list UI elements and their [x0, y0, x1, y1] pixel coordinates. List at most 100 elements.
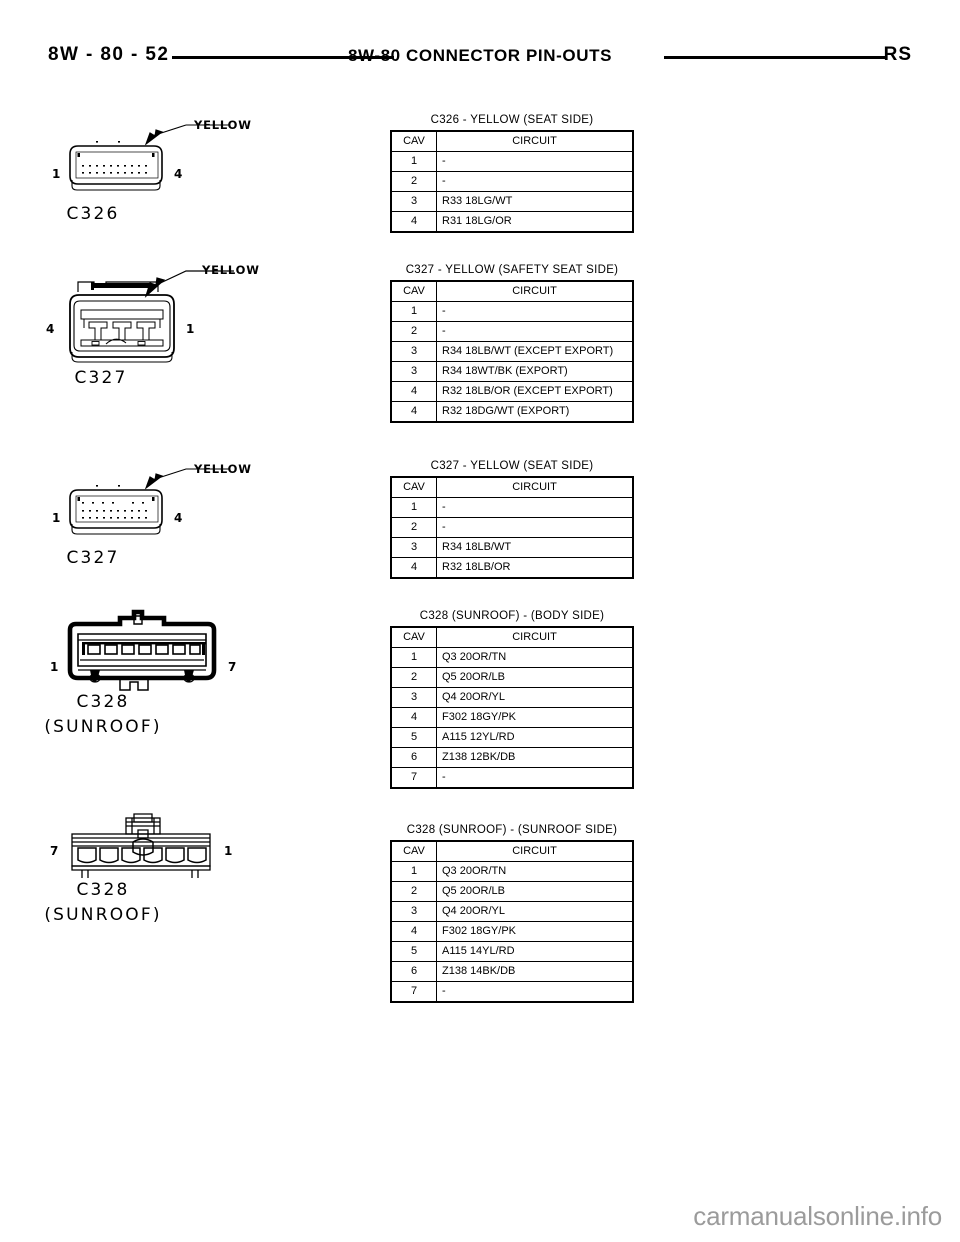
manual-code: RS	[883, 44, 912, 65]
table-header-row: CAV CIRCUIT	[390, 476, 634, 498]
cell-cav: 2	[390, 667, 437, 688]
cell-cav: 4	[390, 211, 437, 233]
column-header-cav: CAV	[390, 840, 437, 862]
connector-figure-c327-face: YELLOW 4 1 C327	[34, 256, 264, 396]
cell-circuit: -	[436, 981, 634, 1003]
cell-circuit: Q5 20OR/LB	[436, 667, 634, 688]
cell-circuit: -	[436, 767, 634, 789]
cell-cav: 1	[390, 151, 437, 172]
site-watermark: carmanualsonline.info	[693, 1201, 942, 1231]
cell-circuit: F302 18GY/PK	[436, 707, 634, 728]
table-row: 7 -	[390, 767, 634, 789]
page-number: 8W - 80 - 52	[48, 44, 170, 65]
table-title: C326 - YELLOW (SEAT SIDE)	[430, 114, 594, 126]
cell-circuit: A115 12YL/RD	[436, 727, 634, 748]
column-header-cav: CAV	[390, 626, 437, 648]
cell-circuit: -	[436, 321, 634, 342]
connector-figure-c326: YELLOW 1 4 C326	[34, 108, 264, 228]
column-header-circuit: CIRCUIT	[436, 130, 634, 152]
table-title: C327 - YELLOW (SAFETY SEAT SIDE)	[405, 264, 619, 276]
cell-circuit: R34 18LB/WT (EXCEPT EXPORT)	[436, 341, 634, 362]
cell-circuit: -	[436, 171, 634, 192]
pin-label-right: 4	[174, 511, 183, 525]
table-row: 1 -	[390, 151, 634, 172]
cell-circuit: R32 18DG/WT (EXPORT)	[436, 401, 634, 423]
table-row: 6 Z138 12BK/DB	[390, 747, 634, 768]
pinout-table-c328-sunroof-side: C328 (SUNROOF) - (SUNROOF SIDE) CAV CIRC…	[390, 824, 634, 1003]
column-header-cav: CAV	[390, 280, 437, 302]
cell-circuit: Q4 20OR/YL	[436, 901, 634, 922]
cell-circuit: R31 18LG/OR	[436, 211, 634, 233]
cell-circuit: F302 18GY/PK	[436, 921, 634, 942]
table-row: 2 Q5 20OR/LB	[390, 881, 634, 902]
header-rule-right	[664, 56, 886, 59]
cell-cav: 2	[390, 171, 437, 192]
cell-circuit: R32 18LB/OR (EXCEPT EXPORT)	[436, 381, 634, 402]
table-row: 1 -	[390, 497, 634, 518]
table-row: 5 A115 12YL/RD	[390, 727, 634, 748]
column-header-circuit: CIRCUIT	[436, 280, 634, 302]
cell-circuit: Q3 20OR/TN	[436, 647, 634, 668]
table-header-row: CAV CIRCUIT	[390, 840, 634, 862]
pin-label-left: 1	[52, 167, 61, 181]
table-title: C328 (SUNROOF) - (SUNROOF SIDE)	[406, 824, 618, 836]
table-row: 4 R31 18LG/OR	[390, 211, 634, 233]
cell-cav: 3	[390, 361, 437, 382]
pinout-table-c328-body-side: C328 (SUNROOF) - (BODY SIDE) CAV CIRCUIT…	[390, 610, 634, 789]
connector-drawing-c328-sunroof	[71, 813, 211, 878]
wire-color-label: YELLOW	[202, 263, 260, 277]
cell-cav: 7	[390, 767, 437, 789]
pin-label-left: 7	[50, 844, 59, 858]
cell-cav: 6	[390, 747, 437, 768]
cell-circuit: Q4 20OR/YL	[436, 687, 634, 708]
wire-color-label: YELLOW	[194, 462, 252, 476]
table-title: C327 - YELLOW (SEAT SIDE)	[430, 460, 594, 472]
pin-label-right: 4	[174, 167, 183, 181]
pin-label-left: 4	[46, 322, 55, 336]
table-row: 3 R34 18WT/BK (EXPORT)	[390, 361, 634, 382]
cell-circuit: Q5 20OR/LB	[436, 881, 634, 902]
pin-label-right: 7	[228, 660, 237, 674]
table-row: 3 R34 18LB/WT (EXCEPT EXPORT)	[390, 341, 634, 362]
cell-circuit: R33 18LG/WT	[436, 191, 634, 212]
column-header-circuit: CIRCUIT	[436, 840, 634, 862]
cell-cav: 4	[390, 557, 437, 579]
connector-drawing-c326	[69, 124, 230, 191]
cell-cav: 1	[390, 861, 437, 882]
table-row: 4 F302 18GY/PK	[390, 921, 634, 942]
table-row: 1 Q3 20OR/TN	[390, 861, 634, 882]
cell-cav: 7	[390, 981, 437, 1003]
cell-cav: 3	[390, 341, 437, 362]
connector-drawing-c327-face	[69, 270, 234, 363]
cell-cav: 4	[390, 401, 437, 423]
table-row: 2 -	[390, 171, 634, 192]
cell-cav: 3	[390, 901, 437, 922]
table-row: 4 R32 18LB/OR (EXCEPT EXPORT)	[390, 381, 634, 402]
table-row: 2 -	[390, 517, 634, 538]
pinout-table-c327-seat-side: C327 - YELLOW (SEAT SIDE) CAV CIRCUIT 1 …	[390, 460, 634, 579]
column-header-cav: CAV	[390, 130, 437, 152]
connector-figure-c327-flat: YELLOW 1 4 C327	[34, 452, 264, 572]
cell-cav: 2	[390, 517, 437, 538]
cell-circuit: Q3 20OR/TN	[436, 861, 634, 882]
column-header-cav: CAV	[390, 476, 437, 498]
cell-cav: 3	[390, 687, 437, 708]
connector-caption-c326: C326	[66, 204, 120, 224]
pin-label-left: 1	[52, 511, 61, 525]
table-row: 6 Z138 14BK/DB	[390, 961, 634, 982]
cell-circuit: R34 18WT/BK (EXPORT)	[436, 361, 634, 382]
cell-cav: 4	[390, 921, 437, 942]
pin-label-right: 1	[224, 844, 233, 858]
cell-cav: 1	[390, 497, 437, 518]
cell-circuit: R34 18LB/WT	[436, 537, 634, 558]
table-row: 2 -	[390, 321, 634, 342]
cell-cav: 1	[390, 647, 437, 668]
cell-cav: 2	[390, 321, 437, 342]
table-header-row: CAV CIRCUIT	[390, 626, 634, 648]
table-row: 4 R32 18LB/OR	[390, 557, 634, 579]
table-row: 3 Q4 20OR/YL	[390, 901, 634, 922]
table-title: C328 (SUNROOF) - (BODY SIDE)	[419, 610, 605, 622]
wire-color-label: YELLOW	[194, 118, 252, 132]
header-rule-left	[172, 56, 394, 59]
cell-circuit: -	[436, 151, 634, 172]
